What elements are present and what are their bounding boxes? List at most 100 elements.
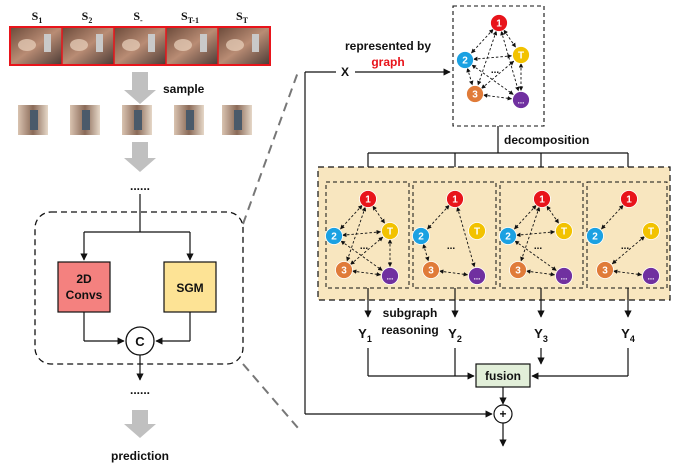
subgraph-2-node-end-label: ... [474,273,481,282]
subgraph-2-node-end [468,267,486,285]
subgraph-1-node-3 [335,261,353,279]
conv-label-2: Convs [66,288,103,302]
x-label: X [341,65,349,79]
full-node-2-label: 2 [462,56,468,67]
segment-label-4: ST-1 [181,9,199,25]
gray-down-arrow-2 [124,142,156,172]
full-graph-box [452,5,545,127]
sampled-frames [18,105,252,135]
subgraph-2-graph-dots: ... [447,241,456,252]
subgraph-2-node-3 [422,261,440,279]
subgraph-4-graph-dots: ... [621,241,630,252]
full-node-2 [456,51,474,69]
segment-label-3: S- [133,9,143,25]
graph-edge [438,269,469,277]
subgraph-3-node-1 [533,190,551,208]
fusion-label: fusion [485,369,521,383]
ellipsis-2: ...... [130,383,150,397]
video-frame-1 [10,27,62,65]
output-y1: Y1 [358,326,372,344]
decomposition-label: decomposition [504,133,589,147]
subgraph-3-node-3-label: 3 [515,266,521,277]
subgraph-1-node-t-label: T [387,227,393,238]
graph-edge [601,204,624,230]
subgraph-2-node-3-label: 3 [428,266,434,277]
subgraph-3-node-end [555,267,573,285]
subgraph-4-node-1-label: 1 [626,195,632,206]
subgraph-4-node-end-label: ... [648,273,655,282]
subgraph-4-node-t-label: T [648,227,654,238]
segment-label-2: S2 [82,9,93,25]
full-node-t [512,46,530,64]
graph-edge [471,64,514,95]
full-graph-dots: ... [491,65,500,76]
graph-edge [482,93,513,101]
subgraph-1-node-end-label: ... [387,273,394,282]
full-graph: ...123T... [456,14,530,109]
video-frame-2 [62,27,114,65]
graph-edge [514,240,557,271]
subgraph-3-node-1-label: 1 [539,195,545,206]
output-y2: Y2 [448,326,462,344]
graph-edge [456,206,476,268]
conv-box [57,261,111,313]
subgraph-1-graph-dots: ... [360,241,369,252]
segment-strip-border [9,26,271,66]
subgraph-2-node-t [468,222,486,240]
full-node-1-label: 1 [496,19,502,30]
subgraph-1-node-2-label: 2 [331,232,337,243]
output-y3: Y3 [534,326,548,344]
subgraph-4-node-t [642,222,660,240]
subgraph-2-node-1-label: 1 [452,195,458,206]
subgraph-4-node-2 [586,227,604,245]
graph-edge [546,205,559,224]
subgraph-3-node-end-label: ... [561,273,568,282]
graph-label: graph [371,55,404,69]
subgraph-2-node-2 [412,227,430,245]
conv-label-1: 2D [76,272,92,286]
subgraph-3-node-2 [499,227,517,245]
segment-label-5: ST [236,9,249,25]
full-node-3-label: 3 [472,90,478,101]
subgraph-2-node-t-label: T [474,227,480,238]
graph-edge [340,240,383,271]
subgraph-4-node-end [642,267,660,285]
graph-edge [422,243,430,262]
module-box [34,211,244,365]
represented-label: represented by [345,39,431,53]
graph-edge [612,269,643,277]
subgraph-4-node-3 [596,261,614,279]
subgraph-3-node-2-label: 2 [505,232,511,243]
full-node-1 [490,14,508,32]
full-node-end [512,91,530,109]
plus-symbol: + [499,407,506,421]
graph-edge [473,53,512,62]
graph-edge [351,269,382,277]
subgraph-2-node-1 [446,190,464,208]
subgraph-1-node-1 [359,190,377,208]
subgraph-2-node-2-label: 2 [418,232,424,243]
subgraph-1-node-2 [325,227,343,245]
graph-edge [342,229,381,238]
subgraph-3-node-3 [509,261,527,279]
gray-down-arrow-3 [124,410,156,438]
concat-symbol: C [135,334,145,349]
ellipsis-1: ...... [130,179,150,193]
subgraph-3-graph-dots: ... [534,241,543,252]
segment-label-1: S1 [32,9,43,25]
graph-edge [516,229,555,238]
prediction-label: prediction [111,449,169,463]
output-y4: Y4 [621,326,635,344]
graph-edge [500,30,520,92]
video-frame-3 [114,27,166,65]
full-node-end-label: ... [518,97,525,106]
subgraphs: ...123T......123T......123T......123T... [325,190,660,285]
gray-down-arrow-1 [124,72,156,104]
subgraph-1-node-end [381,267,399,285]
graph-edge [427,204,450,230]
subgraph-4-node-3-label: 3 [602,266,608,277]
zoom-line-bottom [242,363,299,429]
subgraph-1-node-1-label: 1 [365,195,371,206]
